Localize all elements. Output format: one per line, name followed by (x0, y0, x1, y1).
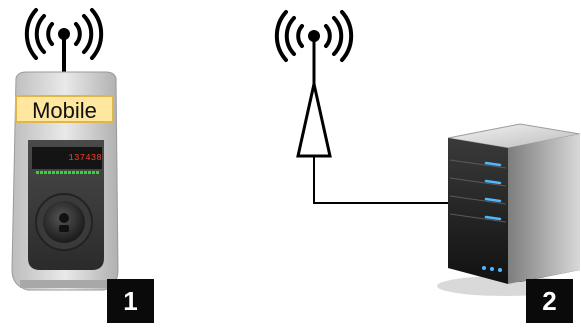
led-segment (48, 171, 51, 174)
led-segment (56, 171, 59, 174)
led-segment (96, 171, 99, 174)
led-segment (60, 171, 63, 174)
led-segment (40, 171, 43, 174)
led-segment (68, 171, 71, 174)
led-segment (92, 171, 95, 174)
connection-line (314, 156, 452, 203)
charger-display-value: 137438 (64, 151, 102, 165)
led-segment (36, 171, 39, 174)
led-segment (88, 171, 91, 174)
led-segment (52, 171, 55, 174)
led-segment (72, 171, 75, 174)
led-segment (44, 171, 47, 174)
led-segment (64, 171, 67, 174)
antenna-tower-icon (298, 36, 330, 156)
device-number-badge-1: 1 (107, 279, 154, 323)
led-segment (80, 171, 83, 174)
led-segment (76, 171, 79, 174)
device-number-badge-2: 2 (526, 279, 573, 323)
server-icon (437, 124, 580, 296)
mobile-label: Mobile (15, 95, 114, 123)
led-segment (84, 171, 87, 174)
